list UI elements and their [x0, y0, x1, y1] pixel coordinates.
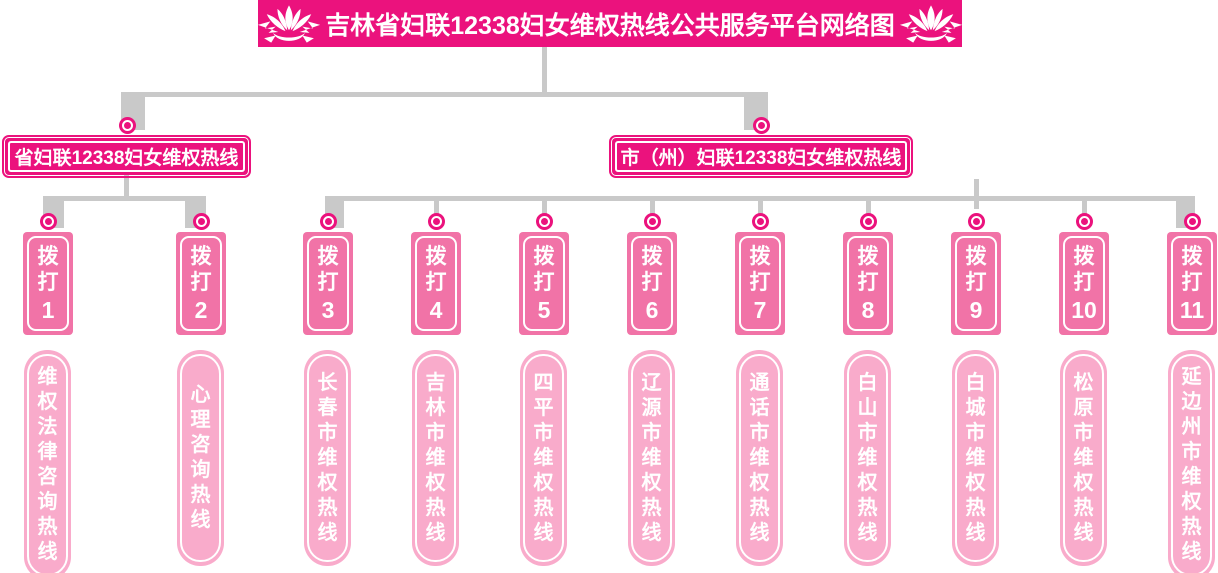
dial-number: 4	[429, 296, 443, 323]
hotline-capsule: 辽源市维权热线	[628, 350, 675, 566]
dial-node-1: 拨打 1 维权法律咨询热线	[23, 212, 73, 573]
dial-label: 拨打	[533, 244, 555, 294]
hotline-capsule: 白山市维权热线	[844, 350, 891, 566]
connector-stub	[758, 200, 763, 214]
dial-label: 拨打	[749, 244, 771, 294]
dial-box: 拨打 4	[411, 232, 461, 335]
lotus-flower-icon	[899, 4, 962, 43]
dial-box: 拨打 1	[23, 232, 73, 335]
dial-number: 8	[861, 296, 875, 323]
dial-label: 拨打	[965, 244, 987, 294]
dial-box: 拨打 6	[627, 232, 677, 335]
dial-box: 拨打 10	[1059, 232, 1109, 335]
dial-box: 拨打 9	[951, 232, 1001, 335]
dial-node-9: 拨打 9 白城市维权热线	[951, 212, 1001, 573]
hotline-label: 松原市维权热线	[1063, 354, 1104, 562]
dial-label: 拨打	[857, 244, 879, 294]
dial-number: 7	[753, 296, 767, 323]
dial-label: 拨打	[317, 244, 339, 294]
dial-number: 3	[321, 296, 335, 323]
dial-number: 11	[1179, 296, 1205, 323]
bullseye-target-icon	[967, 213, 985, 230]
dial-node-2: 拨打 2 心理咨询热线	[176, 212, 226, 573]
dial-label: 拨打	[190, 244, 212, 294]
hotline-capsule: 维权法律咨询热线	[24, 350, 71, 573]
connector-stub	[434, 200, 439, 214]
hotline-label: 吉林市维权热线	[415, 354, 456, 562]
dial-box: 拨打 3	[303, 232, 353, 335]
branch-label: 市（州）妇联12338妇女维权热线	[615, 141, 907, 172]
dial-box: 拨打 11	[1167, 232, 1217, 335]
dial-box: 拨打 2	[176, 232, 226, 335]
branch-label: 省妇联12338妇女维权热线	[8, 141, 245, 172]
dial-node-4: 拨打 4 吉林市维权热线	[411, 212, 461, 573]
dial-node-7: 拨打 7 通话市维权热线	[735, 212, 785, 573]
dial-label: 拨打	[37, 244, 59, 294]
dial-box: 拨打 8	[843, 232, 893, 335]
dial-node-5: 拨打 5 四平市维权热线	[519, 212, 569, 573]
hotline-label: 白山市维权热线	[847, 354, 888, 562]
connector-stub	[650, 200, 655, 214]
hotline-label: 白城市维权热线	[955, 354, 996, 562]
connector-line	[974, 179, 979, 209]
dial-number: 9	[969, 296, 983, 323]
connector-line	[542, 47, 547, 97]
connector-line	[45, 196, 205, 201]
hotline-capsule: 长春市维权热线	[304, 350, 351, 566]
branch-box-city: 市（州）妇联12338妇女维权热线	[609, 135, 913, 178]
dial-number: 1	[41, 296, 55, 323]
dial-node-8: 拨打 8 白山市维权热线	[843, 212, 893, 573]
connector-line	[326, 196, 1194, 201]
dial-node-6: 拨打 6 辽源市维权热线	[627, 212, 677, 573]
hotline-capsule: 白城市维权热线	[952, 350, 999, 566]
dial-label: 拨打	[1073, 244, 1095, 294]
bullseye-target-icon	[1075, 213, 1093, 230]
dial-node-11: 拨打 11 延边州市维权热线	[1167, 212, 1217, 573]
hotline-capsule: 心理咨询热线	[177, 350, 224, 566]
dial-node-3: 拨打 3 长春市维权热线	[303, 212, 353, 573]
bullseye-target-icon	[427, 213, 445, 230]
bullseye-target-icon	[643, 213, 661, 230]
hotline-capsule: 四平市维权热线	[520, 350, 567, 566]
title-banner: 吉林省妇联12338妇女维权热线公共服务平台网络图	[258, 0, 962, 47]
bullseye-target-icon	[751, 213, 769, 230]
dial-label: 拨打	[1181, 244, 1203, 294]
connector-line	[124, 175, 129, 198]
bullseye-target-icon	[39, 213, 57, 230]
hotline-label: 心理咨询热线	[180, 354, 221, 562]
dial-label: 拨打	[425, 244, 447, 294]
hotline-label: 延边州市维权热线	[1171, 354, 1212, 573]
hotline-label: 辽源市维权热线	[631, 354, 672, 562]
connector-stub	[1082, 200, 1087, 214]
dial-number: 10	[1071, 296, 1097, 323]
branch-box-provincial: 省妇联12338妇女维权热线	[2, 135, 251, 178]
dial-number: 6	[645, 296, 659, 323]
dial-number: 5	[537, 296, 551, 323]
lotus-flower-icon	[258, 4, 321, 43]
dial-label: 拨打	[641, 244, 663, 294]
bullseye-target-icon	[1183, 213, 1201, 230]
bullseye-target-icon	[753, 117, 770, 134]
bullseye-target-icon	[192, 213, 210, 230]
hotline-capsule: 吉林市维权热线	[412, 350, 459, 566]
dial-number: 2	[194, 296, 208, 323]
dial-box: 拨打 5	[519, 232, 569, 335]
hotline-label: 维权法律咨询热线	[27, 354, 68, 573]
page-title: 吉林省妇联12338妇女维权热线公共服务平台网络图	[325, 11, 895, 40]
bullseye-target-icon	[119, 117, 136, 134]
connector-stub	[866, 200, 871, 214]
hotline-capsule: 通话市维权热线	[736, 350, 783, 566]
bullseye-target-icon	[319, 213, 337, 230]
dial-box: 拨打 7	[735, 232, 785, 335]
bullseye-target-icon	[859, 213, 877, 230]
connector-line	[124, 92, 766, 97]
hotline-capsule: 松原市维权热线	[1060, 350, 1107, 566]
hotline-label: 长春市维权热线	[307, 354, 348, 562]
hotline-capsule: 延边州市维权热线	[1168, 350, 1215, 573]
hotline-label: 通话市维权热线	[739, 354, 780, 562]
bullseye-target-icon	[535, 213, 553, 230]
connector-stub	[542, 200, 547, 214]
dial-node-10: 拨打 10 松原市维权热线	[1059, 212, 1109, 573]
hotline-label: 四平市维权热线	[523, 354, 564, 562]
